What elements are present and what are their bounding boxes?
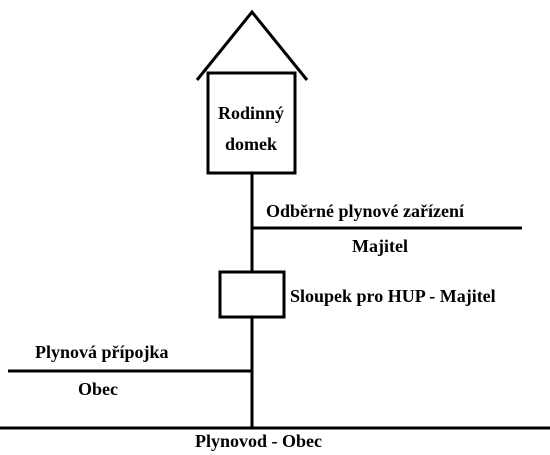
hup-pillar-label: Sloupek pro HUP - Majitel: [290, 286, 496, 306]
consumer-installation-owner-label: Majitel: [352, 236, 408, 256]
house-label: Rodinný domek: [207, 98, 295, 160]
hup-pillar-box: [218, 270, 286, 319]
consumer-installation-label: Odběrné plynové zařízení: [266, 201, 464, 221]
main-pipeline-label: Plynovod - Obec: [195, 431, 323, 451]
house-roof: [195, 9, 309, 81]
service-connection-owner-label: Obec: [78, 379, 118, 399]
house-label-line1: Rodinný: [217, 103, 285, 123]
house-label-line2: domek: [224, 134, 277, 154]
service-connection-label: Plynová přípojka: [35, 342, 169, 362]
